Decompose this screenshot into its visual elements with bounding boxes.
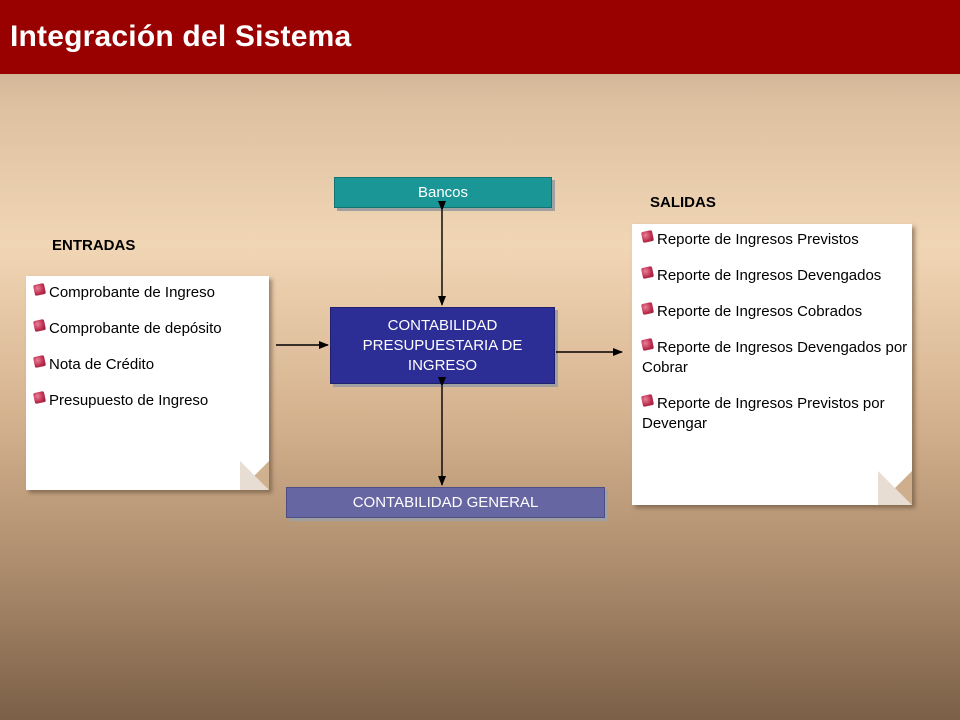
salidas-label: SALIDAS [650, 194, 716, 211]
list-item: Reporte de Ingresos Devengados por Cobra… [640, 337, 908, 378]
list-item-text: Comprobante de Ingreso [49, 284, 215, 301]
list-item-text: Nota de Crédito [49, 356, 155, 373]
page-fold-flap [240, 461, 269, 490]
entradas-label: ENTRADAS [52, 237, 136, 254]
page-title: Integración del Sistema [10, 20, 352, 53]
list-item: Reporte de Ingresos Devengados [640, 265, 908, 286]
salidas-document: Reporte de Ingresos Previstos Reporte de… [632, 224, 912, 505]
list-item: Comprobante de Ingreso [32, 282, 265, 303]
list-item-text: Reporte de Ingresos Devengados [657, 267, 882, 284]
title-bar: Integración del Sistema [0, 0, 960, 74]
list-item: Presupuesto de Ingreso [32, 390, 265, 411]
list-item: Nota de Crédito [32, 354, 265, 375]
list-item-text: Presupuesto de Ingreso [49, 392, 209, 409]
list-item-text: Reporte de Ingresos Previstos por Deveng… [642, 395, 885, 432]
list-item: Reporte de Ingresos Previstos por Deveng… [640, 393, 908, 434]
list-item-text: Reporte de Ingresos Previstos [657, 231, 859, 248]
contabilidad-general-box: CONTABILIDAD GENERAL [286, 487, 605, 518]
list-item-text: Comprobante de depósito [49, 320, 222, 337]
list-item: Reporte de Ingresos Previstos [640, 229, 908, 250]
list-item: Reporte de Ingresos Cobrados [640, 301, 908, 322]
main-system-box: CONTABILIDAD PRESUPUESTARIA DE INGRESO [330, 307, 555, 384]
entradas-document: Comprobante de Ingreso Comprobante de de… [26, 276, 269, 490]
page-fold-flap [878, 471, 912, 505]
list-item: Comprobante de depósito [32, 318, 265, 339]
list-item-text: Reporte de Ingresos Devengados por Cobra… [642, 339, 908, 376]
list-item-text: Reporte de Ingresos Cobrados [657, 303, 863, 320]
